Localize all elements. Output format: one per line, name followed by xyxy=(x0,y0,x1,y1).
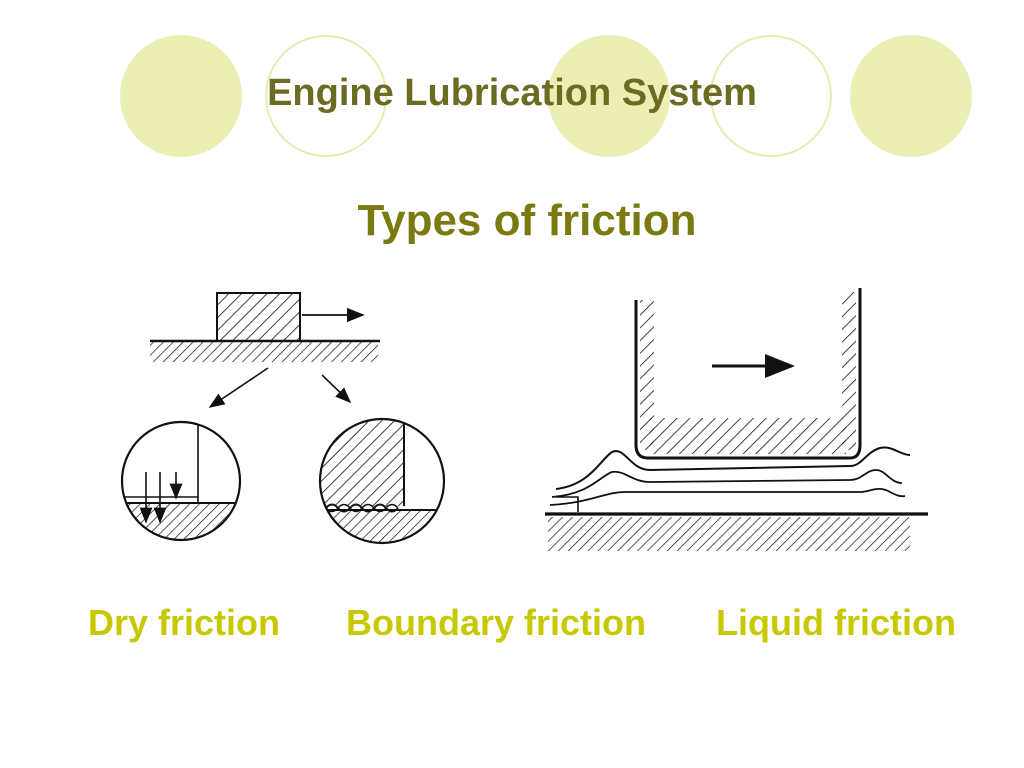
oil-layer xyxy=(556,496,579,512)
zoom-arrow-left xyxy=(208,367,269,408)
oil-layer xyxy=(549,488,906,506)
page-subtitle: Types of friction xyxy=(357,196,697,245)
zoom-arrow-right xyxy=(321,374,352,404)
sliding-block xyxy=(216,292,301,342)
liquid-friction-diagram xyxy=(545,288,928,551)
decorative-circle xyxy=(850,35,972,157)
decorative-circle xyxy=(120,35,242,157)
magnifier-circle xyxy=(120,420,242,542)
moving-part-outline xyxy=(634,288,862,460)
sliding-block-group xyxy=(150,292,380,408)
oil-layer xyxy=(555,446,911,490)
boundary-friction-caption: Boundary friction xyxy=(346,602,647,643)
magnifier-circle xyxy=(318,417,446,545)
ground-hatch xyxy=(150,342,378,362)
oil-layer xyxy=(551,469,903,498)
dry-friction-magnifier xyxy=(120,420,242,542)
dry-friction-caption: Dry friction xyxy=(88,602,281,643)
page-title: Engine Lubrication System xyxy=(267,72,757,114)
decorative-ring xyxy=(710,35,832,157)
boundary-friction-magnifier xyxy=(318,417,446,545)
decorative-ring xyxy=(265,35,387,157)
ground-hatch xyxy=(548,517,910,551)
decorative-circle xyxy=(548,35,670,157)
liquid-friction-caption: Liquid friction xyxy=(716,602,956,643)
